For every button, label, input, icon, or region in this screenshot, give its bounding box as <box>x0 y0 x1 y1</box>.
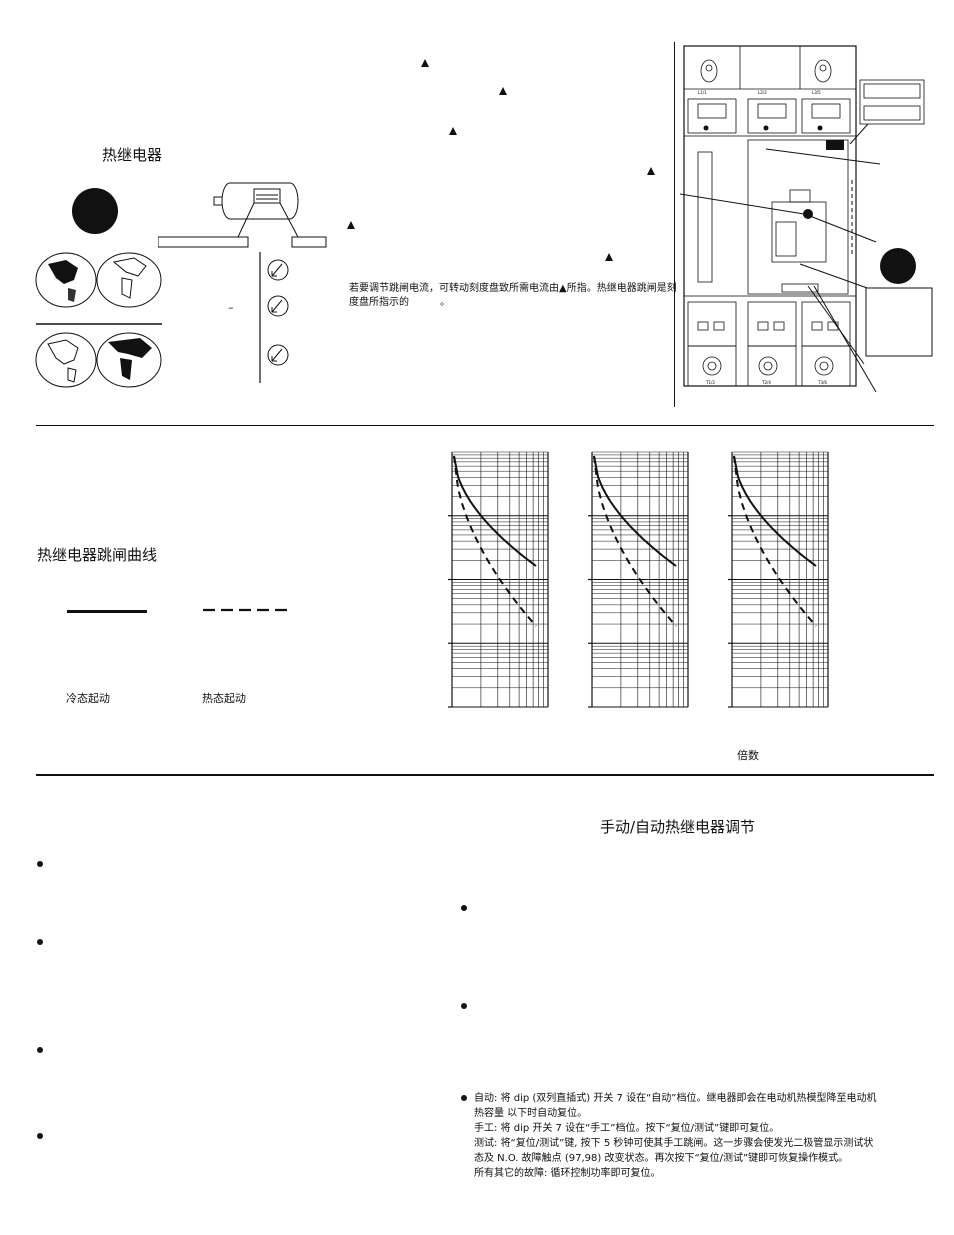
minus-sign: – <box>228 301 234 314</box>
trip-curves-charts <box>448 451 829 708</box>
dial-icon-1 <box>267 259 289 281</box>
label-box-right <box>291 236 327 248</box>
adjust-text-line2-end: 。 <box>440 297 450 308</box>
cold-start-curve <box>593 455 677 567</box>
motor-figure <box>158 182 327 248</box>
x-axis-label: 倍数 <box>737 749 759 762</box>
auto-line-3: 手工: 将 dip 开关 7 设在“手工”档位。按下“复位/测试”键即可复位。 <box>474 1123 780 1134</box>
bullet-left-4 <box>37 1133 43 1139</box>
triangle-icon-6 <box>605 253 613 261</box>
divider-1 <box>36 425 934 426</box>
adjust-text-line1: 若要调节跳闸电流，可转动刻度盘致所需电流由▲所指。热继电器跳闸是刻 <box>349 283 677 294</box>
adjust-text-line2: 度盘所指示的 <box>349 297 409 308</box>
heading-manual-auto: 手动/自动热继电器调节 <box>600 818 756 836</box>
hot-start-curve <box>593 455 677 627</box>
device-label-t2: T2/4 <box>761 380 771 385</box>
auto-instructions: 自动: 将 dip (双列直插式) 开关 7 设在“自动”档位。继电器即会在电动… <box>474 1091 876 1181</box>
triangle-icon-2 <box>499 87 507 95</box>
bullet-left-2 <box>37 939 43 945</box>
device-label-l3: L3/5 <box>812 90 821 95</box>
heading-thermal-relay: 热继电器 <box>102 146 163 164</box>
auto-line-6: 所有其它的故障: 循环控制功率即可复位。 <box>474 1168 661 1179</box>
trip-chart-1 <box>448 451 549 708</box>
triangle-icon-5 <box>347 221 355 229</box>
auto-line-1: 自动: 将 dip (双列直插式) 开关 7 设在“自动”档位。继电器即会在电动… <box>474 1093 877 1104</box>
world-map-bottom <box>35 332 162 388</box>
bullet-left-3 <box>37 1047 43 1053</box>
dial-icon-3 <box>267 344 289 366</box>
label-box-left <box>158 236 249 248</box>
device-label-t1: T1/2 <box>705 380 715 385</box>
device-label-t3: T3/6 <box>817 380 827 385</box>
relay-device-drawing: L1/1 L2/3 L3/5 T1/2 T2/4 T3/6 <box>680 45 933 393</box>
bullet-left-1 <box>37 861 43 867</box>
device-label-l2: L2/3 <box>758 90 767 95</box>
vertical-separator <box>674 42 675 407</box>
heading-trip-curves: 热继电器跳闸曲线 <box>37 546 158 564</box>
trip-chart-3 <box>728 451 829 708</box>
world-map-top <box>35 252 162 308</box>
dial-icon-2 <box>267 295 289 317</box>
triangle-icon-3 <box>449 127 457 135</box>
cold-start-curve <box>733 455 817 567</box>
trip-chart-2 <box>588 451 689 708</box>
marker-dot <box>72 188 118 234</box>
hot-start-curve <box>453 455 537 627</box>
legend-solid-line <box>67 610 147 613</box>
device-label-l1: L1/1 <box>698 90 707 95</box>
world-maps-figure <box>35 252 162 388</box>
device-marker-dot <box>880 248 916 284</box>
bullet-right-1 <box>461 905 467 911</box>
bullet-right-3 <box>461 1095 467 1101</box>
legend-dashed-line <box>203 608 287 612</box>
legend-hot-start: 热态起动 <box>202 692 246 705</box>
triangle-icon-4 <box>647 167 655 175</box>
legend-cold-start: 冷态起动 <box>66 692 110 705</box>
dial-icons <box>259 252 289 383</box>
cold-start-curve <box>453 455 537 567</box>
bullet-right-2 <box>461 1003 467 1009</box>
divider-2 <box>36 774 934 776</box>
auto-line-5: 态及 N.O. 故障触点 (97,98) 改变状态。再次按下“复位/测试”键即可… <box>474 1153 849 1164</box>
triangle-icon-1 <box>421 59 429 67</box>
auto-line-2: 热容量 以下时自动复位。 <box>474 1108 588 1119</box>
auto-line-4: 测试: 将“复位/测试”键, 按下 5 秒钟可使其手工跳闸。这一步骤会使发光二极… <box>474 1138 874 1149</box>
hot-start-curve <box>733 455 817 627</box>
